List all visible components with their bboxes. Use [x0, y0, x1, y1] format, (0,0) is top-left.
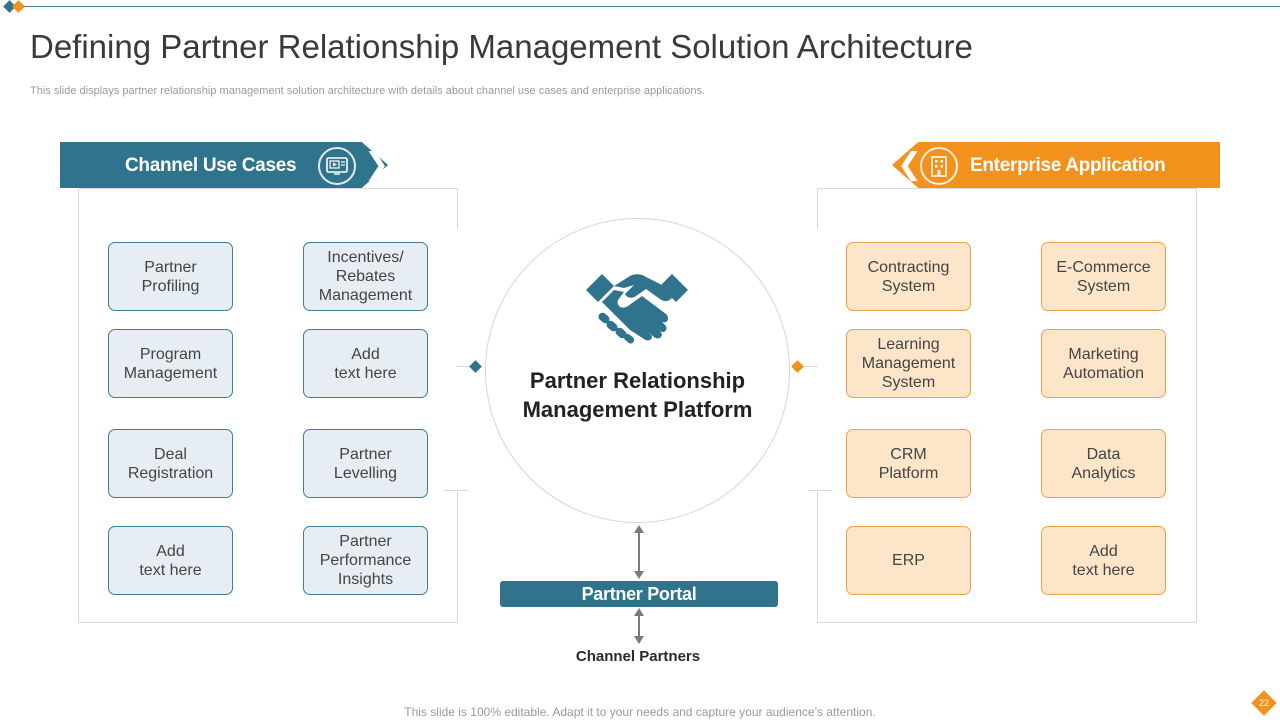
right-item-5: CRM Platform — [846, 429, 971, 498]
chevron-left-icon: ❮ — [897, 148, 923, 181]
right-connector-line — [798, 366, 818, 367]
left-connector-diamond — [469, 360, 482, 373]
page-number: 22 — [1258, 698, 1269, 708]
slide-subtitle: This slide displays partner relationship… — [30, 85, 706, 97]
left-item-1: Partner Profiling — [108, 242, 233, 311]
building-icon — [920, 147, 958, 185]
right-item-6: Data Analytics — [1041, 429, 1166, 498]
left-item-5: Deal Registration — [108, 429, 233, 498]
enterprise-application-header: Enterprise Application — [970, 155, 1166, 176]
video-presentation-icon — [318, 147, 356, 185]
slide-title: Defining Partner Relationship Management… — [30, 28, 973, 65]
center-platform-label: Partner Relationship Management Platform — [522, 368, 753, 422]
right-connector-diamond — [791, 360, 804, 373]
chevron-right-icon: ❯ — [364, 148, 390, 181]
right-item-3: Learning Management System — [846, 329, 971, 398]
arrow-up-down-icon-2 — [634, 608, 644, 644]
right-item-7: ERP — [846, 526, 971, 595]
channel-partners-label: Channel Partners — [575, 648, 701, 665]
left-item-7: Add text here — [108, 526, 233, 595]
right-frame-gap — [814, 229, 820, 491]
arrow-up-down-icon — [634, 525, 644, 579]
left-item-8: Partner Performance Insights — [303, 526, 428, 595]
left-connector-line — [457, 366, 477, 367]
left-frame-tick — [444, 490, 468, 491]
partner-portal-bar: Partner Portal — [500, 581, 778, 607]
channel-use-cases-header: Channel Use Cases — [125, 155, 297, 176]
top-diamond-orange — [12, 0, 25, 13]
center-platform-circle — [485, 218, 790, 523]
left-frame-gap — [456, 229, 462, 491]
left-item-4: Add text here — [303, 329, 428, 398]
left-item-3: Program Management — [108, 329, 233, 398]
left-item-6: Partner Levelling — [303, 429, 428, 498]
right-item-1: Contracting System — [846, 242, 971, 311]
right-item-8: Add text here — [1041, 526, 1166, 595]
right-frame-tick — [808, 490, 832, 491]
right-item-4: Marketing Automation — [1041, 329, 1166, 398]
page-number-badge: 22 — [1251, 690, 1277, 716]
handshake-icon — [584, 268, 690, 351]
left-item-2: Incentives/ Rebates Management — [303, 242, 428, 311]
right-item-2: E-Commerce System — [1041, 242, 1166, 311]
slide-footer: This slide is 100% editable. Adapt it to… — [404, 705, 876, 719]
top-rule — [22, 6, 1280, 7]
